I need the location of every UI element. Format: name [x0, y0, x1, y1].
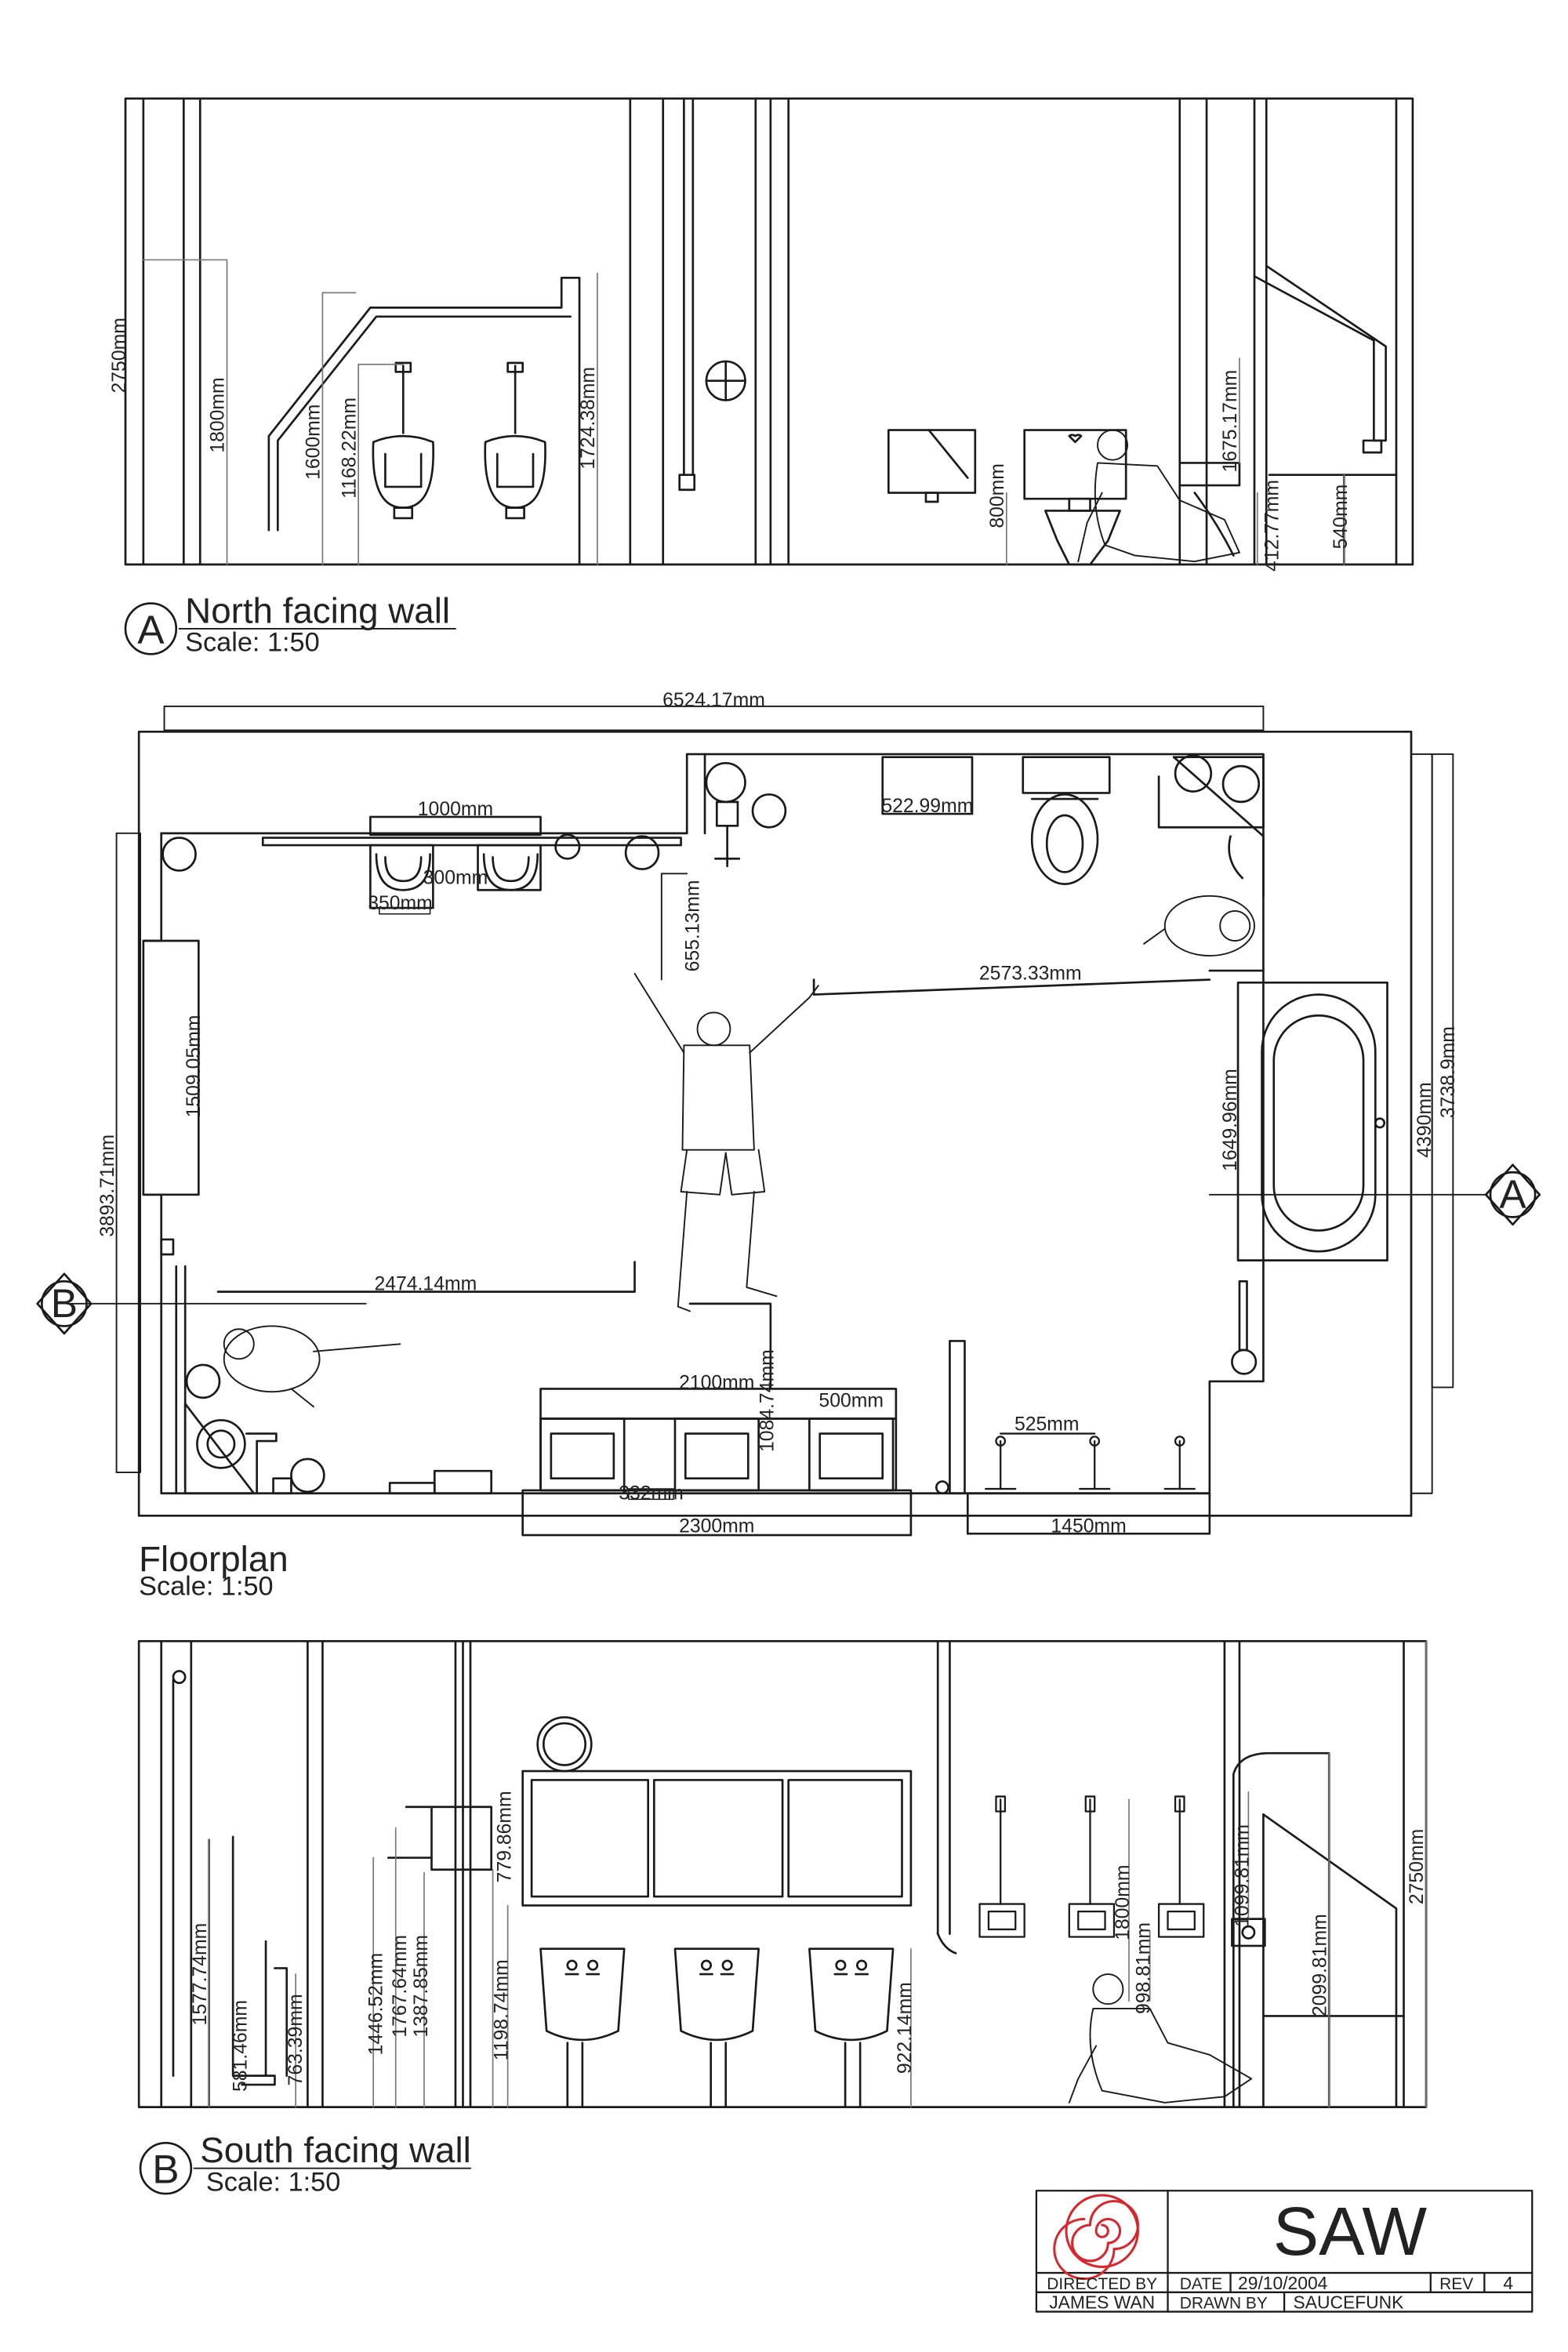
sink-icon	[673, 1417, 760, 1492]
dim-label: 655.13mm	[682, 880, 703, 971]
toilet-icon	[1030, 793, 1099, 885]
human-figure-icon	[1143, 895, 1255, 956]
urinal-icon	[477, 844, 542, 891]
drawn-by-value: SAUCEFUNK	[1294, 2292, 1404, 2313]
elevation-title: North facing wall	[185, 590, 450, 630]
dim-label: 763.39mm	[285, 1994, 307, 2085]
dim-label: 1387.85mm	[411, 1935, 432, 2038]
dim-label: 300mm	[423, 868, 488, 889]
bathtub-icon	[1236, 982, 1388, 1261]
rev-label: REV	[1439, 2275, 1473, 2293]
elevation-scale: Scale: 1:50	[185, 627, 319, 657]
human-figure-icon	[1077, 429, 1240, 563]
urinal-icon	[484, 361, 546, 520]
section-marker-letter: B	[152, 2147, 179, 2192]
dim-label: 540mm	[1330, 485, 1352, 550]
sink-icon	[539, 1417, 626, 1492]
dim-label: 1724.38mm	[578, 367, 599, 470]
dim-label: 522.99mm	[881, 796, 973, 817]
section-marker-icon	[1484, 1163, 1541, 1226]
sink-icon	[808, 1947, 895, 2108]
dim-label: 1084.74mm	[757, 1349, 779, 1452]
dim-label: 922.14mm	[895, 1982, 916, 2074]
dim-label: 525mm	[1014, 1414, 1080, 1436]
dim-label: 3893.71mm	[97, 1134, 118, 1237]
project-title: SAW	[1273, 2193, 1428, 2270]
dim-label: 2100mm	[679, 1372, 754, 1393]
spiral-logo-icon	[1053, 2194, 1139, 2281]
director-name: JAMES WAN	[1049, 2292, 1155, 2313]
dim-label: 332mm	[619, 1483, 684, 1504]
dim-label: 4390mm	[1414, 1082, 1436, 1157]
dim-label: 1198.74mm	[492, 1959, 513, 2060]
dim-label: 2300mm	[679, 1515, 754, 1537]
dim-label: 1577.74mm	[190, 1923, 211, 2026]
section-marker-icon	[36, 1272, 93, 1335]
date-value: 29/10/2004	[1238, 2273, 1328, 2293]
dim-label: 1450mm	[1051, 1515, 1126, 1537]
floorplan-title: Floorplan	[139, 1539, 289, 1579]
dim-label: 1000mm	[418, 799, 493, 820]
floorplan-scale: Scale: 1:50	[139, 1571, 273, 1601]
dim-label: 2474.14mm	[375, 1274, 477, 1295]
urinal-icon	[372, 361, 435, 520]
dim-label: 1675.17mm	[1220, 370, 1241, 473]
section-marker-icon	[139, 2142, 193, 2195]
dim-label: 412.77mm	[1261, 480, 1283, 572]
human-figure-icon	[633, 972, 819, 1312]
sink-icon	[673, 1947, 760, 2108]
dim-label: 1168.22mm	[339, 397, 360, 499]
section-marker-letter: B	[51, 1280, 78, 1326]
rev-value: 4	[1503, 2273, 1513, 2293]
dim-label: 1800mm	[1112, 1865, 1134, 1940]
dim-label: 6524.17mm	[662, 690, 765, 711]
section-marker-icon	[124, 602, 178, 655]
floorplan: 6524.17mm 1000mm 522.99mm 300mm 350mm 65…	[36, 690, 1541, 1601]
dim-label: 3738.9mm	[1438, 1026, 1459, 1118]
dim-label: 2750mm	[109, 318, 130, 393]
dim-label: 800mm	[987, 463, 1008, 528]
dim-label: 1600mm	[303, 405, 325, 480]
date-label: DATE	[1180, 2275, 1222, 2293]
directed-by-label: DIRECTED BY	[1047, 2275, 1157, 2293]
dim-label: 779.86mm	[494, 1791, 515, 1882]
human-figure-icon	[223, 1325, 401, 1408]
dim-label: 2573.33mm	[979, 964, 1082, 985]
sink-icon	[1023, 429, 1127, 566]
dim-label: 998.81mm	[1134, 1922, 1155, 2014]
dim-label: 350mm	[368, 893, 433, 914]
title-block: SAW DIRECTED BY JAMES WAN DATE 29/10/200…	[1035, 2190, 1534, 2313]
human-figure-icon	[1068, 1973, 1253, 2103]
south-wall-elevation: 1577.74mm 581.46mm 763.39mm 1446.52mm 17…	[137, 1639, 1428, 2197]
dim-label: 1509.05mm	[183, 1015, 205, 1118]
section-marker-letter: A	[1499, 1171, 1526, 1217]
north-wall-elevation: 2750mm 1800mm 1600mm 1168.22mm 1724.38mm…	[109, 97, 1414, 657]
dim-label: 1099.81mm	[1232, 1824, 1253, 1927]
dim-label: 1800mm	[208, 377, 229, 452]
dim-label: 581.46mm	[230, 2000, 251, 2092]
sink-icon	[808, 1417, 895, 1492]
elevation-title: South facing wall	[200, 2130, 471, 2170]
section-marker-letter: A	[137, 607, 165, 652]
dim-label: 500mm	[818, 1390, 884, 1411]
sink-icon	[539, 1947, 626, 2108]
drawn-by-label: DRAWN BY	[1180, 2295, 1268, 2313]
dim-label: 2750mm	[1406, 1829, 1428, 1904]
dim-label: 1649.96mm	[1220, 1069, 1241, 1171]
dim-label: 2099.81mm	[1309, 1914, 1330, 2016]
dim-label: 1767.64mm	[390, 1935, 411, 2038]
elevation-scale: Scale: 1:50	[206, 2167, 340, 2197]
dim-label: 1446.52mm	[366, 1953, 387, 2056]
